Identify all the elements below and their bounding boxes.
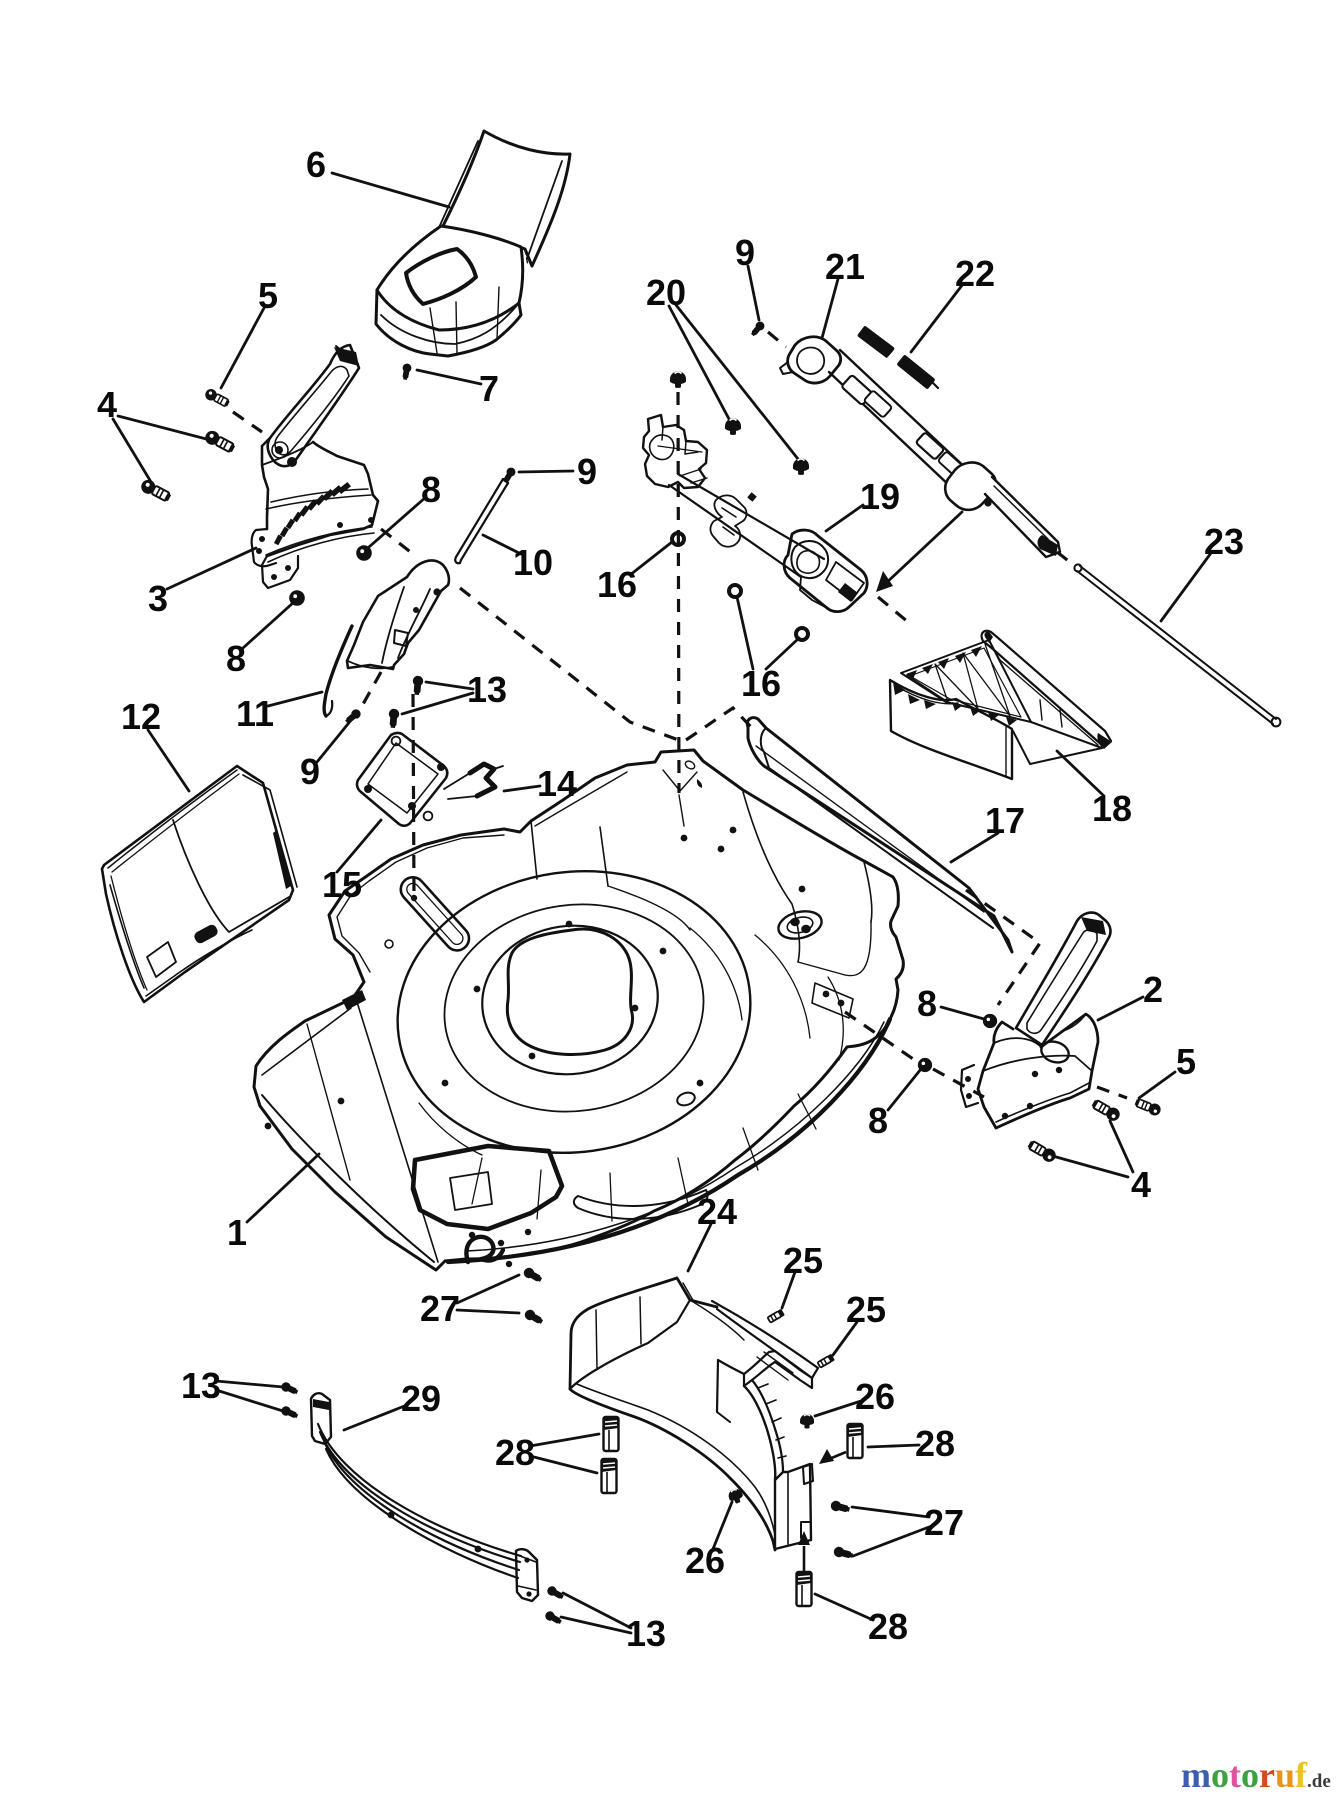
svg-text:14: 14 (537, 763, 577, 804)
svg-text:26: 26 (685, 1540, 725, 1581)
svg-text:21: 21 (825, 246, 865, 287)
svg-text:28: 28 (868, 1606, 908, 1647)
svg-text:1: 1 (227, 1212, 247, 1253)
svg-text:8: 8 (917, 983, 937, 1024)
svg-text:28: 28 (915, 1423, 955, 1464)
svg-text:25: 25 (783, 1240, 823, 1281)
svg-text:16: 16 (597, 564, 637, 605)
svg-text:24: 24 (697, 1191, 737, 1232)
svg-text:22: 22 (955, 253, 995, 294)
svg-text:5: 5 (1176, 1041, 1196, 1082)
svg-text:4: 4 (97, 384, 117, 425)
svg-text:29: 29 (401, 1378, 441, 1419)
svg-text:8: 8 (226, 638, 246, 679)
svg-text:15: 15 (322, 864, 362, 905)
svg-text:27: 27 (420, 1288, 460, 1329)
svg-text:10: 10 (513, 542, 553, 583)
svg-text:13: 13 (181, 1365, 221, 1406)
svg-text:23: 23 (1204, 521, 1244, 562)
svg-text:3: 3 (148, 578, 168, 619)
svg-text:9: 9 (735, 232, 755, 273)
svg-text:13: 13 (467, 669, 507, 710)
svg-text:5: 5 (258, 275, 278, 316)
svg-text:9: 9 (577, 451, 597, 492)
svg-text:18: 18 (1092, 788, 1132, 829)
svg-text:11: 11 (236, 693, 274, 734)
svg-text:7: 7 (479, 368, 499, 409)
svg-text:8: 8 (421, 469, 441, 510)
svg-text:4: 4 (1131, 1164, 1151, 1205)
svg-text:12: 12 (121, 696, 161, 737)
svg-text:28: 28 (495, 1432, 535, 1473)
svg-text:20: 20 (646, 272, 686, 313)
svg-text:19: 19 (860, 476, 900, 517)
svg-text:27: 27 (924, 1502, 964, 1543)
svg-text:25: 25 (846, 1289, 886, 1330)
svg-text:9: 9 (300, 751, 320, 792)
svg-text:26: 26 (855, 1376, 895, 1417)
svg-text:2: 2 (1143, 969, 1163, 1010)
svg-text:16: 16 (741, 663, 781, 704)
svg-text:8: 8 (868, 1100, 888, 1141)
svg-text:6: 6 (306, 144, 326, 185)
svg-text:13: 13 (626, 1613, 666, 1654)
svg-text:17: 17 (985, 800, 1025, 841)
